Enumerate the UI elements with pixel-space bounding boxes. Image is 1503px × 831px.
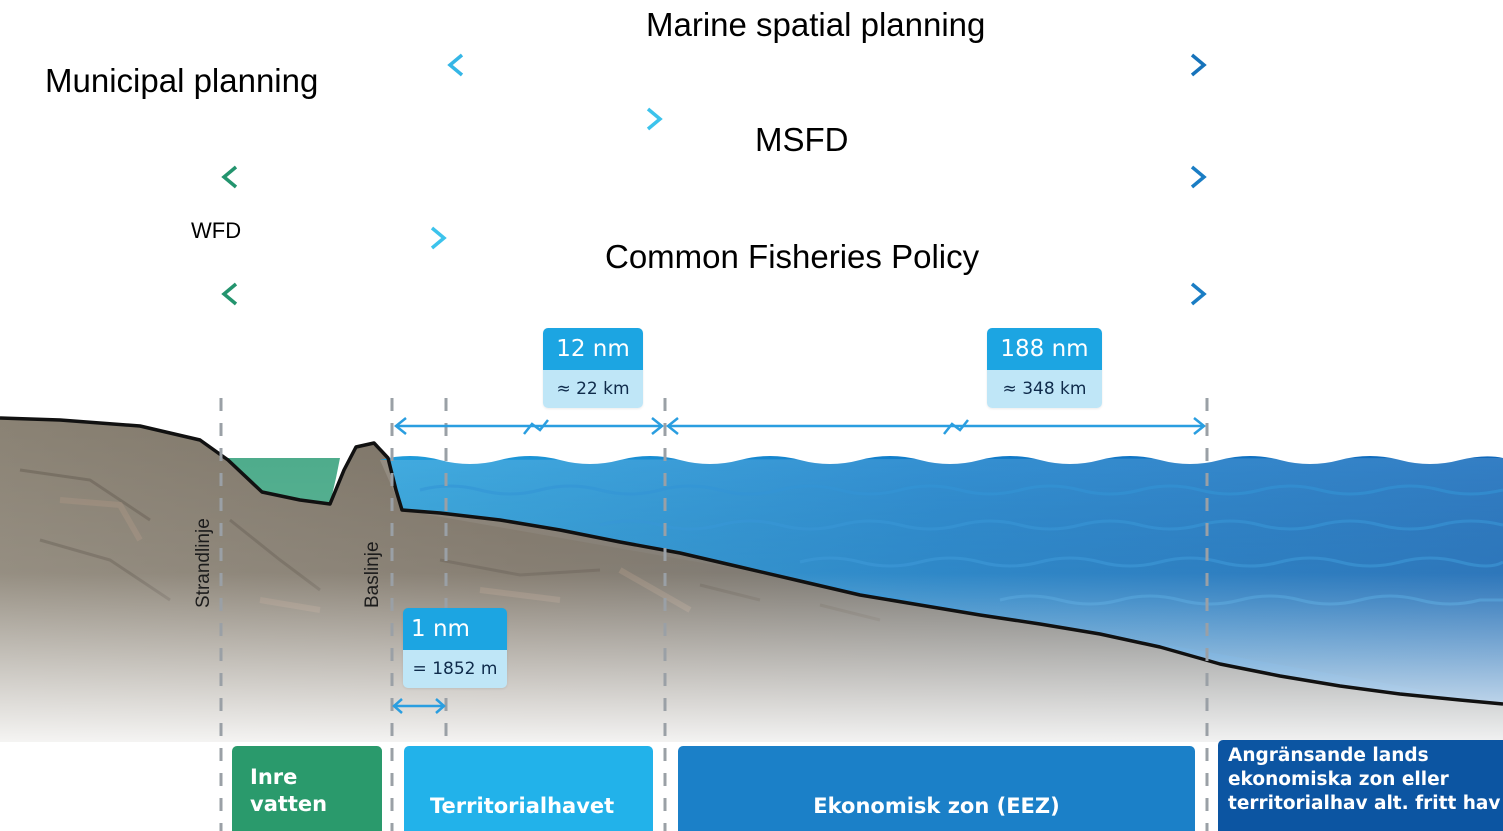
- distance-1nm-arrow: [392, 698, 446, 714]
- zone-inre-vatten-line2: vatten: [250, 792, 328, 816]
- badge-188nm-secondary: ≈ 348 km: [987, 370, 1102, 408]
- label-wfd: WFD: [191, 218, 242, 243]
- msp-arrow: [447, 53, 1207, 77]
- label-strandlinje: Strandlinje: [193, 518, 214, 608]
- label-common-fisheries-policy: Common Fisheries Policy: [605, 238, 980, 275]
- badge-1nm-secondary: = 1852 m: [403, 650, 507, 688]
- zone-ekonomisk-zon: Ekonomisk zon (EEZ): [678, 746, 1195, 831]
- zone-angransande-line1: Angränsande lands: [1228, 745, 1429, 766]
- cfp-arrow: [221, 282, 1207, 306]
- badge-188nm-primary: 188 nm: [987, 328, 1102, 370]
- badge-1nm: 1 nm = 1852 m: [403, 608, 507, 688]
- zone-inre-vatten-line1: Inre: [250, 765, 298, 789]
- badge-12nm-primary: 12 nm: [543, 328, 643, 370]
- municipal-planning-arrow: [0, 107, 663, 131]
- distance-188nm-arrow: [665, 417, 1207, 435]
- zone-territorialhavet-label: Territorialhavet: [430, 794, 615, 818]
- label-municipal-planning: Municipal planning: [45, 62, 319, 99]
- badge-1nm-primary: 1 nm: [403, 608, 507, 650]
- zone-angransande: Angränsande lands ekonomiska zon eller t…: [1218, 740, 1503, 831]
- badge-12nm-secondary: ≈ 22 km: [543, 370, 643, 408]
- badge-12nm: 12 nm ≈ 22 km: [543, 328, 643, 408]
- label-msfd: MSFD: [755, 121, 849, 158]
- wfd-arrow: [0, 226, 447, 250]
- msfd-arrow: [221, 165, 1207, 189]
- zone-angransande-line3: territorialhav alt. fritt hav: [1228, 793, 1501, 814]
- badge-188nm: 188 nm ≈ 348 km: [987, 328, 1102, 408]
- distance-12nm-arrow: [393, 417, 665, 435]
- zone-ekonomisk-zon-label: Ekonomisk zon (EEZ): [813, 794, 1060, 818]
- terrain-outline: [0, 416, 1503, 706]
- zone-angransande-line2: ekonomiska zon eller: [1228, 769, 1449, 790]
- label-marine-spatial-planning: Marine spatial planning: [646, 6, 986, 43]
- zone-inre-vatten: Inre vatten: [232, 746, 382, 831]
- label-baslinje: Baslinje: [362, 541, 383, 608]
- bottom-fade: [0, 420, 1503, 760]
- zone-territorialhavet: Territorialhavet: [404, 746, 653, 831]
